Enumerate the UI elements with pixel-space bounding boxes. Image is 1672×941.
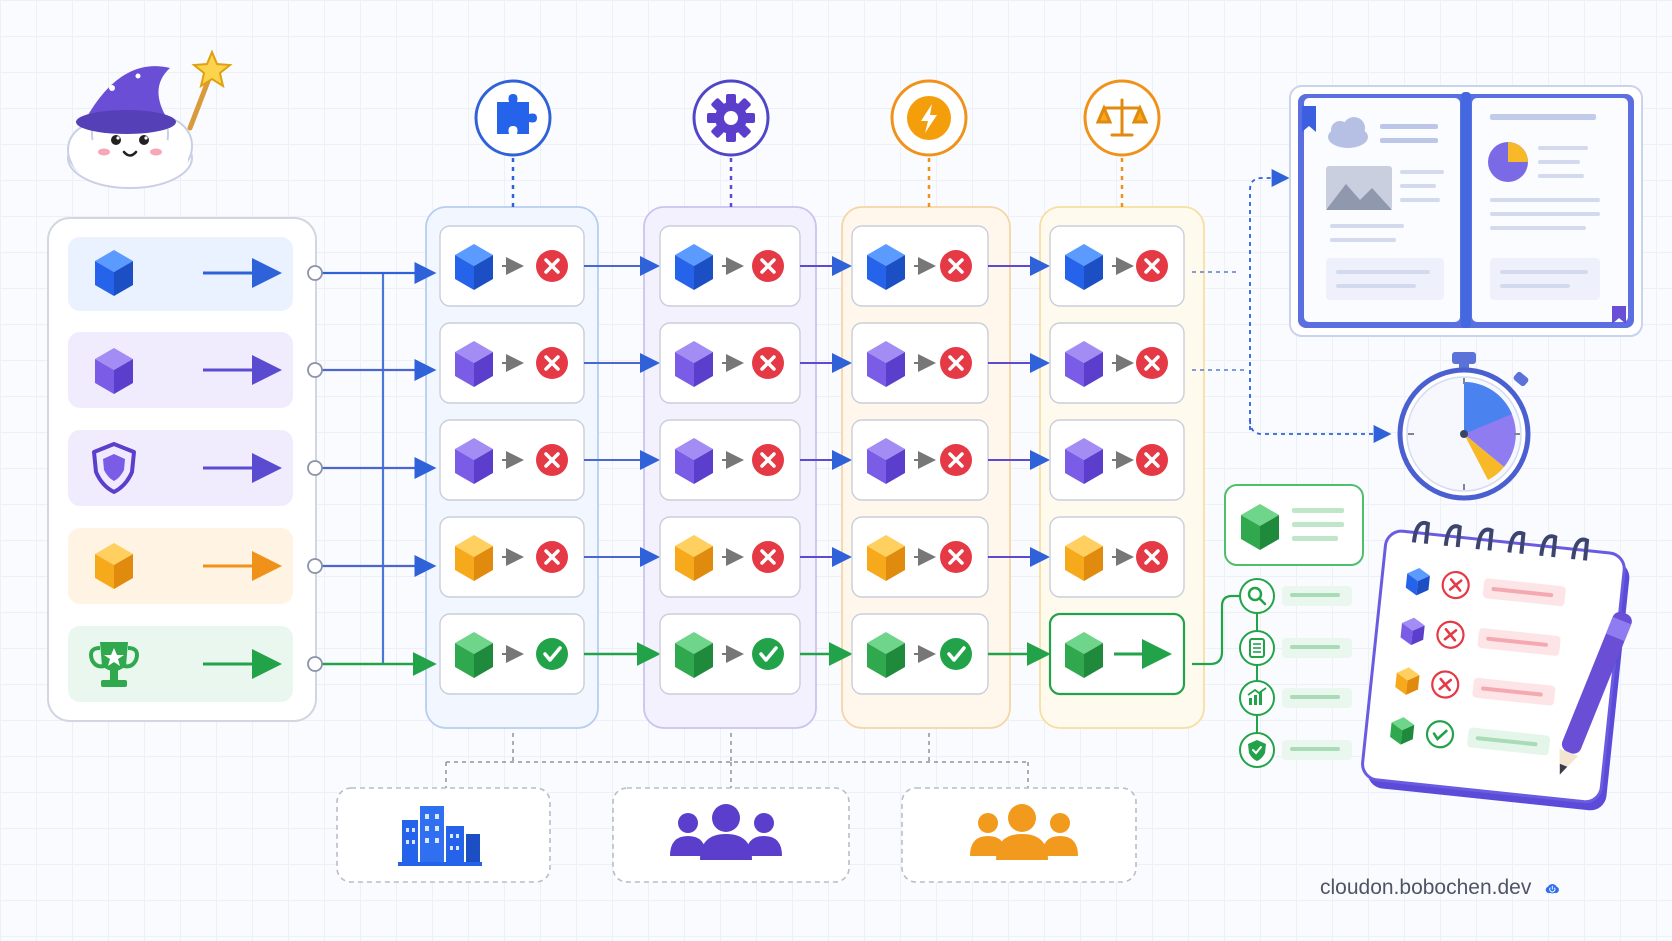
stage-card-r5-c2 bbox=[659, 613, 801, 695]
shield-check-icon bbox=[1239, 732, 1275, 768]
x-icon bbox=[534, 248, 570, 284]
document-icon bbox=[1239, 630, 1275, 666]
chart-icon bbox=[1239, 680, 1275, 716]
flow-lines bbox=[307, 262, 437, 676]
stage-card-r3-c4 bbox=[1049, 419, 1185, 501]
stage-card-r1-c2 bbox=[659, 225, 801, 307]
output-connectors bbox=[1192, 169, 1392, 666]
stage-card-r1-c3 bbox=[851, 225, 989, 307]
stage-card-r4-c4 bbox=[1049, 516, 1185, 598]
stage-card-r5-c4 bbox=[1048, 612, 1186, 696]
trophy-icon bbox=[89, 642, 139, 687]
power-cloud-icon bbox=[1546, 883, 1560, 894]
stage-card-r5-c3 bbox=[851, 613, 989, 695]
x-icon bbox=[938, 248, 974, 284]
stopwatch-icon bbox=[1397, 352, 1531, 501]
x-icon bbox=[750, 248, 786, 284]
stage-card-r2-c4 bbox=[1049, 322, 1185, 404]
x-icon bbox=[1134, 345, 1170, 381]
team-purple-icon bbox=[670, 804, 782, 860]
x-icon bbox=[750, 345, 786, 381]
footer: cloudon.bobochen.dev bbox=[1320, 868, 1560, 908]
stage-icon-gear bbox=[692, 79, 770, 207]
stage-card-r2-c3 bbox=[851, 322, 989, 404]
x-icon bbox=[1134, 248, 1170, 284]
x-icon bbox=[1441, 570, 1470, 600]
source-row-2 bbox=[68, 332, 293, 408]
stage-card-r4-c3 bbox=[851, 516, 989, 598]
gear-icon bbox=[707, 94, 755, 142]
stage-icon-puzzle bbox=[474, 79, 552, 207]
x-icon bbox=[534, 345, 570, 381]
checklist-marks bbox=[1425, 570, 1470, 749]
output-result-card bbox=[1224, 484, 1364, 566]
source-arrows bbox=[203, 258, 282, 679]
wizard-cloud-mascot bbox=[67, 49, 233, 189]
check-icon bbox=[1425, 720, 1455, 749]
x-icon bbox=[534, 442, 570, 478]
stage-card-r3-c3 bbox=[851, 419, 989, 501]
building-icon bbox=[398, 806, 482, 866]
report-book-icon bbox=[1289, 85, 1643, 337]
stage-icon-lightning bbox=[890, 79, 968, 207]
stage-card-r3-c1 bbox=[439, 419, 585, 501]
search-icon bbox=[1239, 578, 1275, 614]
checklist-notepad-icon bbox=[1361, 520, 1630, 811]
stage-card-r5-c1 bbox=[439, 613, 585, 695]
team-orange-icon bbox=[970, 804, 1078, 860]
check-icon bbox=[938, 636, 974, 672]
x-icon bbox=[1134, 539, 1170, 575]
stage-icon-scale bbox=[1083, 79, 1161, 207]
x-icon bbox=[1436, 620, 1465, 649]
x-icon bbox=[750, 442, 786, 478]
stage-card-r3-c2 bbox=[659, 419, 801, 501]
x-icon bbox=[534, 539, 570, 575]
stage-card-r2-c2 bbox=[659, 322, 801, 404]
check-list bbox=[1239, 578, 1352, 768]
x-icon bbox=[938, 345, 974, 381]
x-icon bbox=[750, 539, 786, 575]
stage-card-r1-c1 bbox=[439, 225, 585, 307]
source-row-4 bbox=[68, 528, 293, 604]
stage-card-r4-c2 bbox=[659, 516, 801, 598]
stage-card-r4-c1 bbox=[439, 516, 585, 598]
x-icon bbox=[938, 539, 974, 575]
stage-cards bbox=[439, 225, 1186, 696]
group-connectors bbox=[445, 733, 1029, 788]
site-url[interactable]: cloudon.bobochen.dev bbox=[1320, 876, 1532, 899]
check-icon bbox=[750, 636, 786, 672]
source-row-1 bbox=[68, 237, 293, 311]
x-icon bbox=[1134, 442, 1170, 478]
lightning-icon bbox=[907, 96, 951, 140]
stage-card-r1-c4 bbox=[1049, 225, 1185, 307]
x-icon bbox=[938, 442, 974, 478]
stage-card-r2-c1 bbox=[439, 322, 585, 404]
shield-icon bbox=[92, 442, 136, 494]
x-icon bbox=[1431, 670, 1460, 699]
pen-icon bbox=[1559, 611, 1632, 775]
scale-icon bbox=[1095, 98, 1149, 137]
puzzle-icon bbox=[497, 94, 537, 134]
check-icon bbox=[534, 636, 570, 672]
